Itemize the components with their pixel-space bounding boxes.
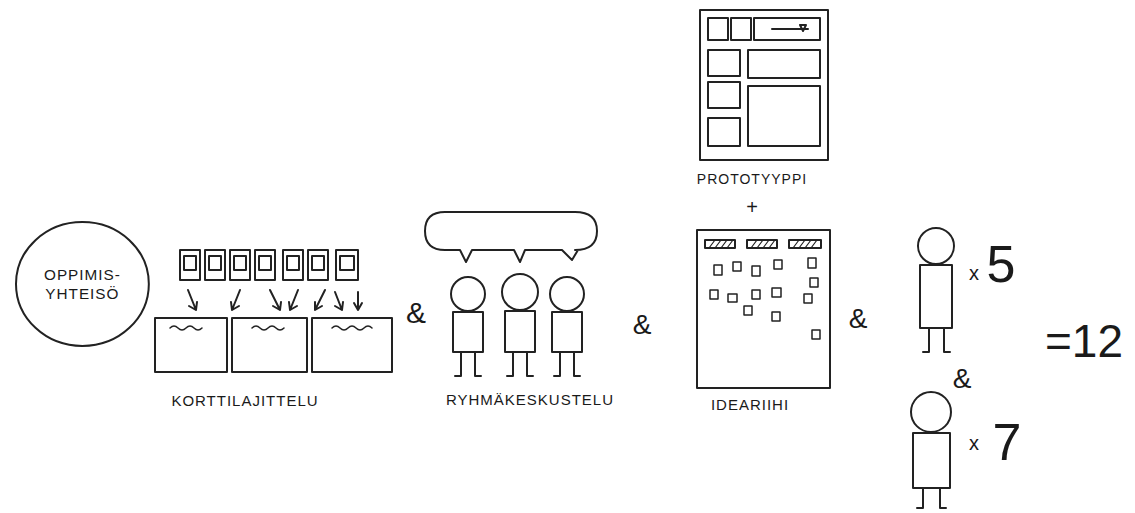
method-label: RYHMÄKESKUSTELU: [446, 392, 614, 409]
node-text: OPPIMIS- YHTEISÖ: [26, 265, 139, 303]
ampersand: &: [849, 304, 868, 335]
participant-count: 7: [993, 414, 1022, 471]
plus-sign: +: [746, 196, 758, 218]
ampersand: &: [953, 364, 972, 395]
multiply-sign: x: [969, 262, 979, 284]
circle-outline: [14, 220, 151, 348]
method-label: KORTTILAJITTELU: [171, 393, 318, 410]
ampersand: &: [406, 296, 426, 329]
total-count: =12: [1045, 316, 1123, 367]
method-label: IDEARIIHI: [711, 397, 789, 414]
participant-count: 5: [987, 236, 1016, 293]
community-circle: OPPIMIS- YHTEISÖ: [14, 220, 151, 348]
ampersand: &: [633, 310, 652, 341]
multiply-sign: x: [969, 432, 979, 454]
method-label: PROTOTYYPPI: [697, 172, 807, 187]
